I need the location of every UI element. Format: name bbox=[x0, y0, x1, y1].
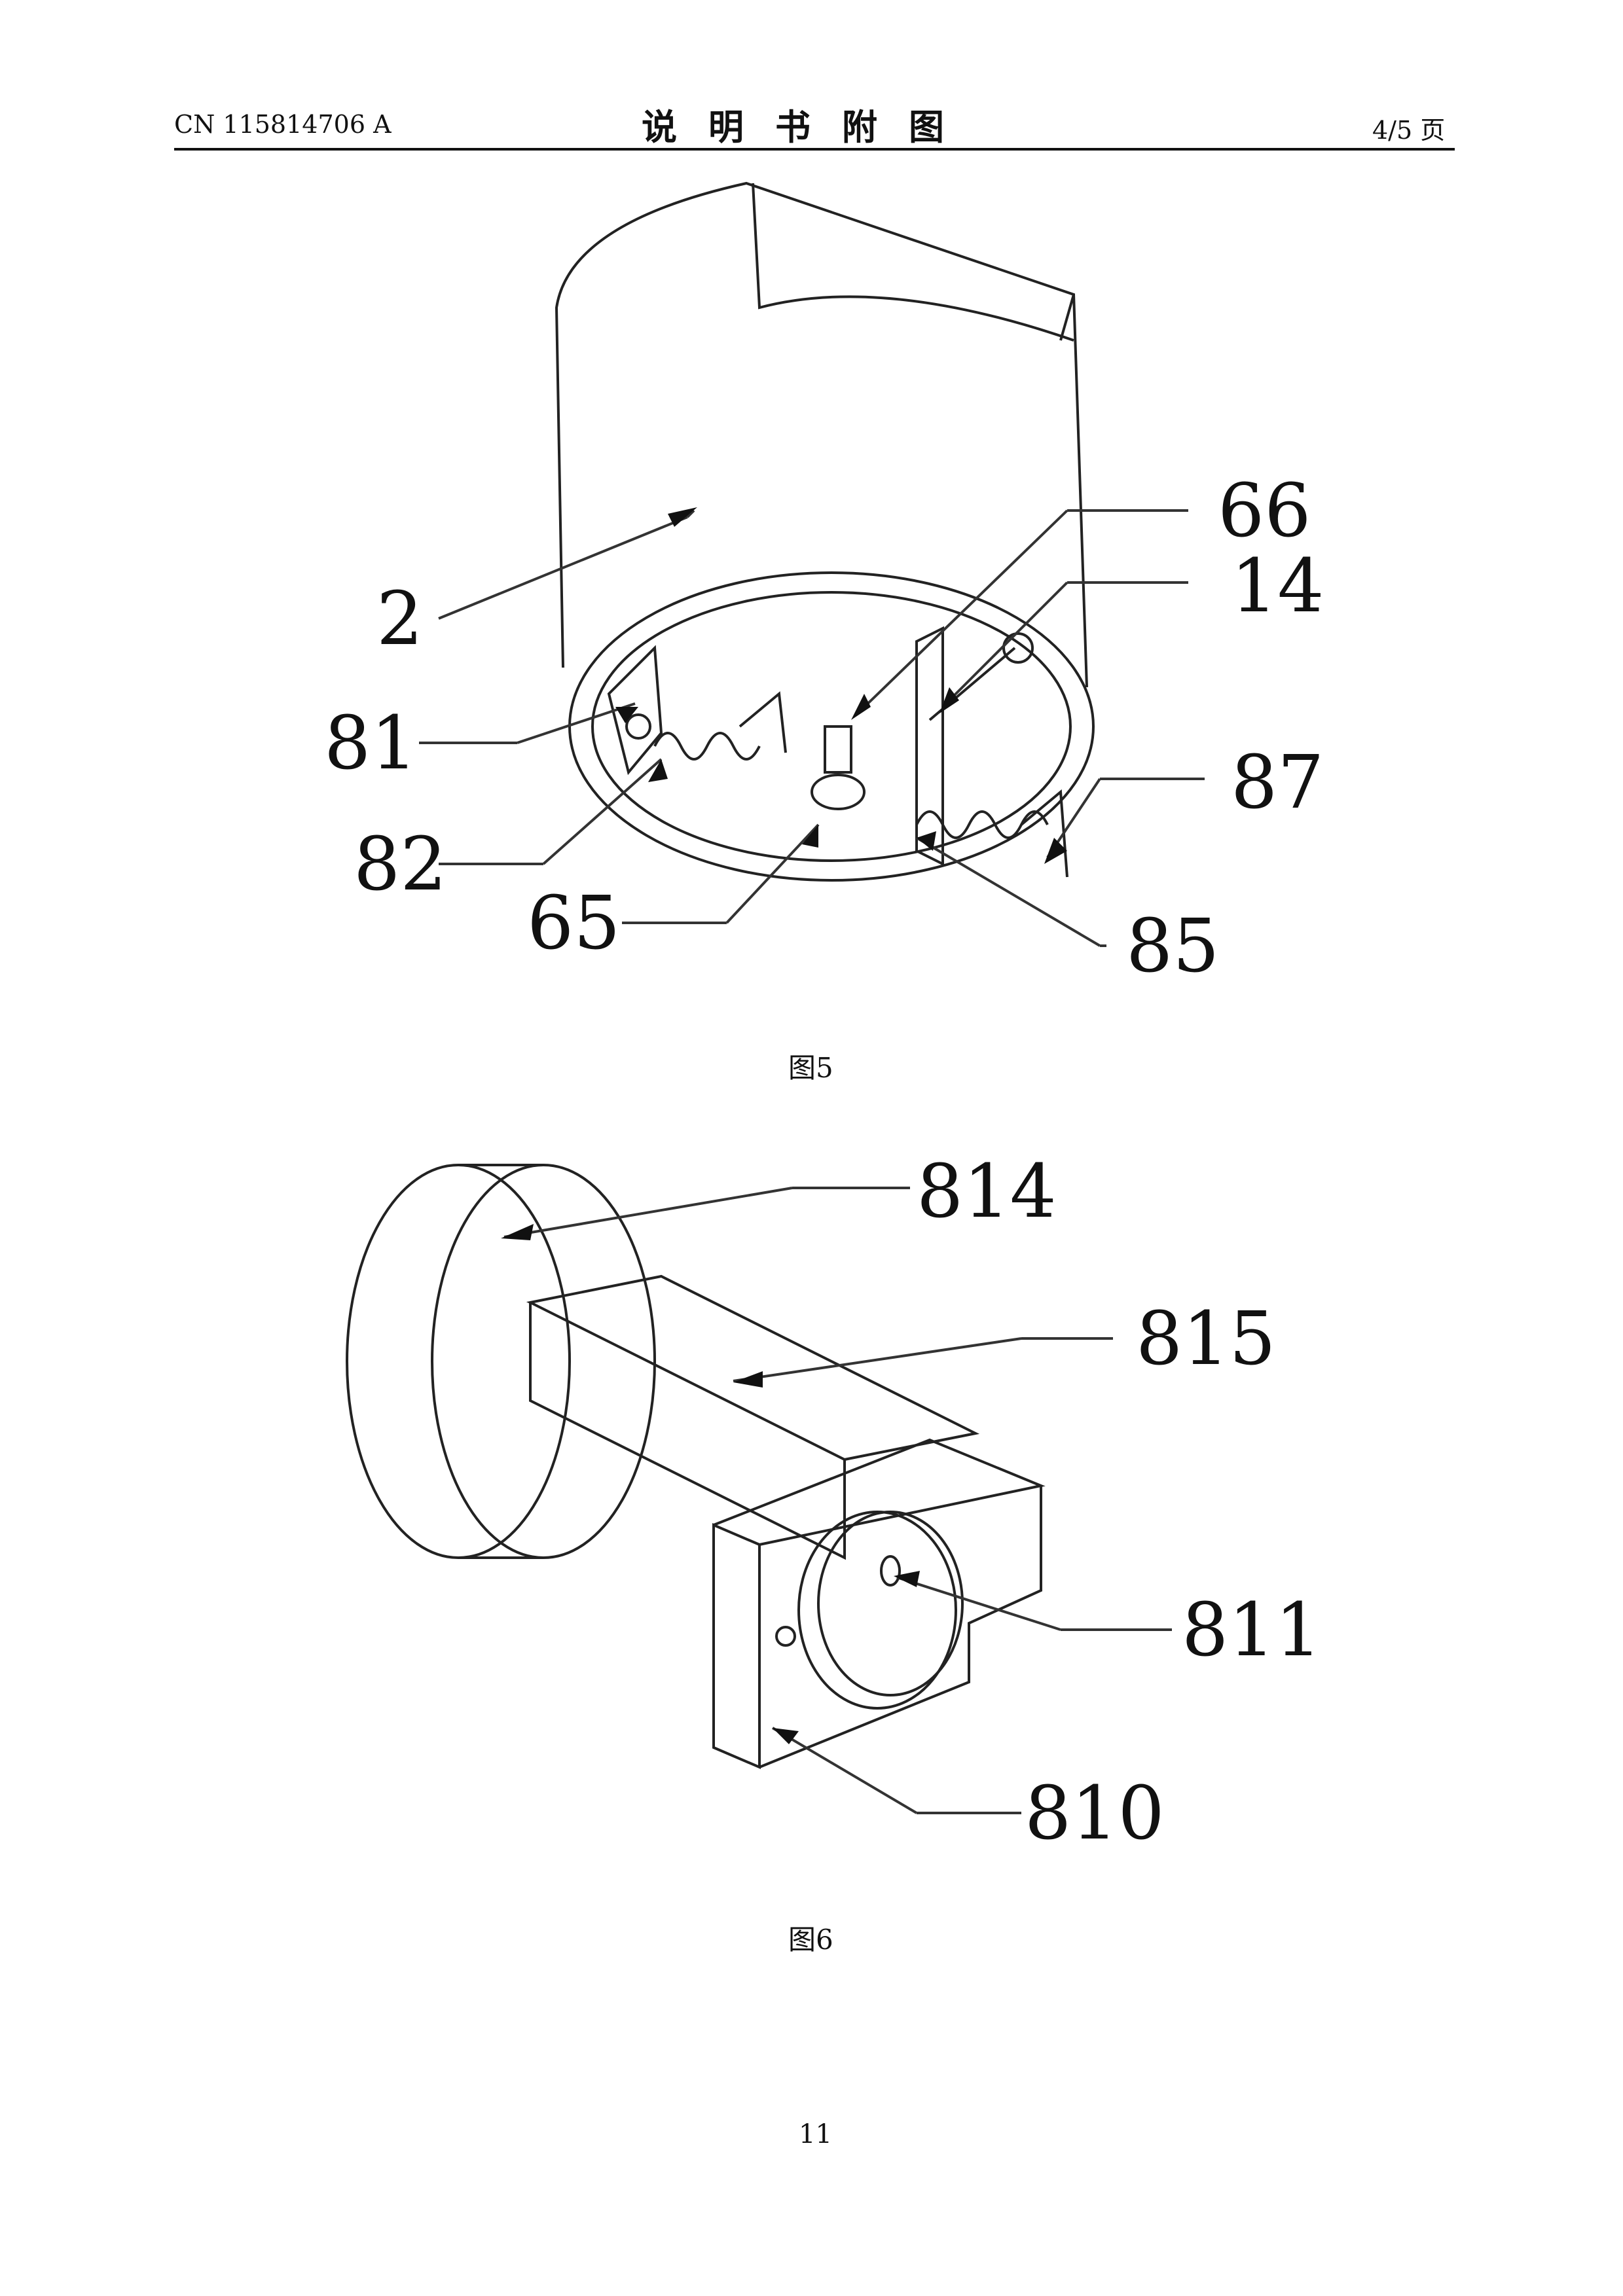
ref-label-810: 810 bbox=[1025, 1771, 1165, 1856]
page-of-pages: 4/5 页 bbox=[1372, 116, 1446, 145]
ref-label-81: 81 bbox=[324, 701, 418, 786]
figure-5-caption: 图5 bbox=[788, 1052, 833, 1084]
section-title: 说明书附图 bbox=[642, 106, 976, 148]
page-number: 11 bbox=[799, 2119, 832, 2149]
ref-label-811: 811 bbox=[1182, 1588, 1322, 1673]
ref-label-87: 87 bbox=[1231, 740, 1324, 825]
header-rule bbox=[174, 148, 1455, 151]
ref-label-814: 814 bbox=[917, 1149, 1057, 1234]
publication-number: CN 115814706 A bbox=[174, 110, 392, 139]
figure-6-caption: 图6 bbox=[788, 1924, 833, 1956]
ref-label-66: 66 bbox=[1218, 469, 1311, 554]
ref-label-2: 2 bbox=[376, 577, 424, 662]
ref-label-82: 82 bbox=[354, 822, 447, 907]
ref-label-65: 65 bbox=[527, 881, 621, 966]
ref-label-85: 85 bbox=[1126, 904, 1220, 989]
ref-label-14: 14 bbox=[1231, 544, 1324, 629]
ref-label-815: 815 bbox=[1136, 1297, 1276, 1382]
